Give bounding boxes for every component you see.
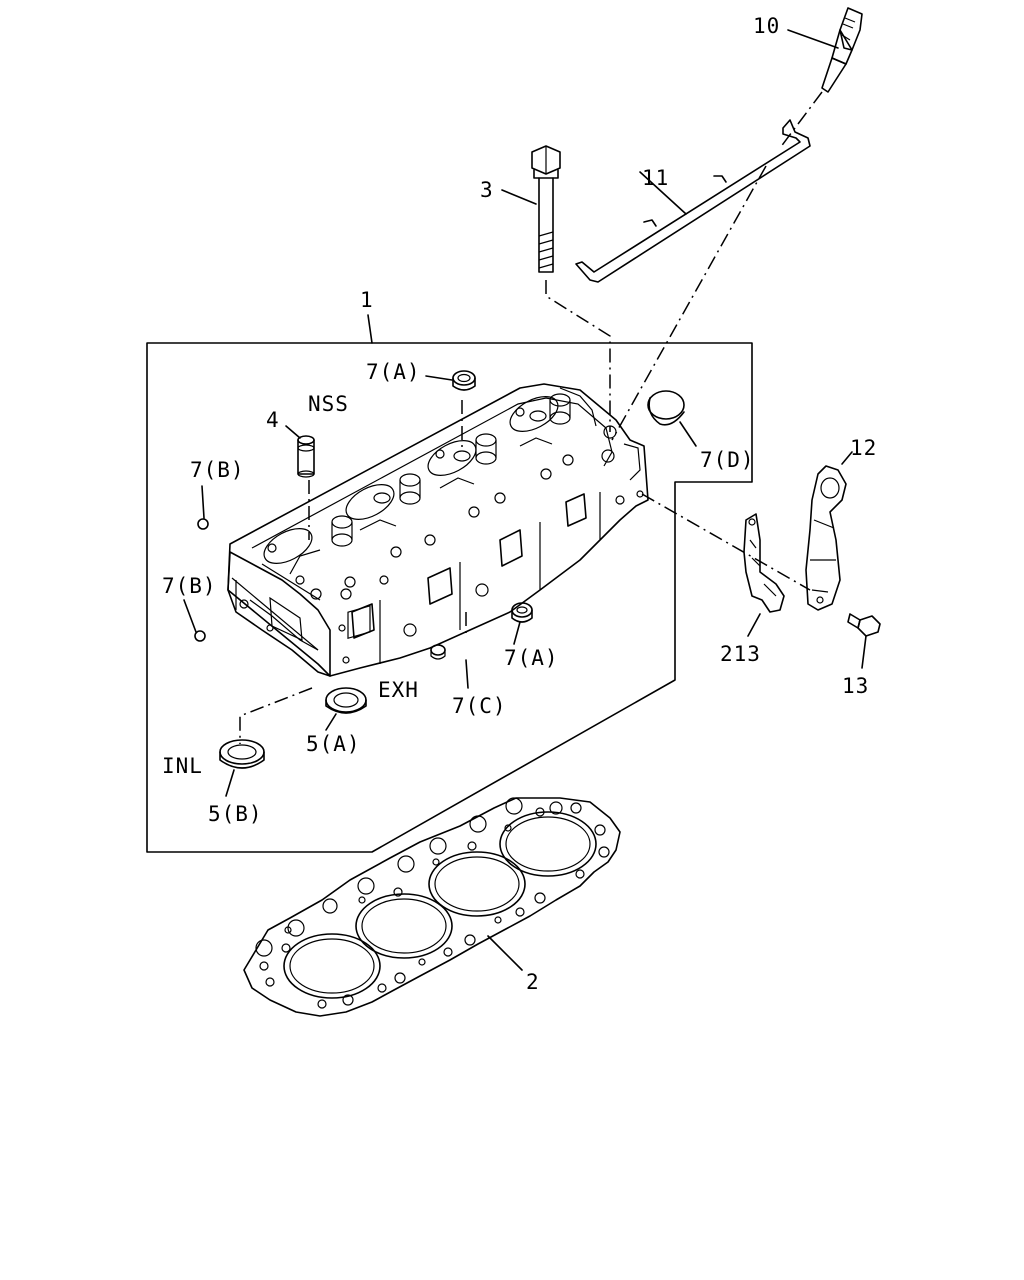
callout-12[interactable]: 12 — [850, 436, 878, 460]
head-bolt-3[interactable] — [501, 145, 561, 273]
glow-plug-10[interactable] — [787, 7, 863, 93]
valve-guide-4[interactable] — [285, 425, 315, 478]
callout-7b-bottom[interactable]: 7(B) — [162, 574, 217, 598]
callout-7a-top[interactable]: 7(A) — [366, 360, 421, 384]
part-1-group-outline — [146, 314, 753, 853]
plug-7b-bottom[interactable] — [183, 599, 206, 642]
callout-5b[interactable]: 5(B) — [208, 802, 263, 826]
connector-plate-11[interactable] — [575, 119, 811, 283]
callout-7b-top[interactable]: 7(B) — [190, 458, 245, 482]
valve-seat-5b[interactable] — [219, 739, 265, 797]
head-gasket-2[interactable] — [243, 797, 621, 1017]
alignment-lines — [239, 91, 823, 744]
label-inl: INL — [162, 754, 203, 778]
plug-7b-top[interactable] — [197, 485, 209, 530]
callout-11[interactable]: 11 — [642, 166, 670, 190]
callout-3[interactable]: 3 — [480, 178, 494, 202]
label-nss: NSS — [308, 392, 349, 416]
callout-10[interactable]: 10 — [753, 14, 781, 38]
plug-7a-top[interactable] — [425, 370, 476, 391]
callout-4[interactable]: 4 — [266, 408, 280, 432]
plug-7a-bottom[interactable] — [511, 602, 533, 645]
bracket-213[interactable] — [743, 513, 785, 637]
callout-7d[interactable]: 7(D) — [700, 448, 755, 472]
bracket-12[interactable] — [805, 451, 853, 611]
label-exh: EXH — [378, 678, 419, 702]
callout-5a[interactable]: 5(A) — [306, 732, 361, 756]
cylinder-head-1[interactable] — [227, 383, 649, 677]
callout-2[interactable]: 2 — [526, 970, 540, 994]
plug-7d[interactable] — [647, 390, 697, 447]
callout-7a-bottom[interactable]: 7(A) — [504, 646, 559, 670]
callout-1[interactable]: 1 — [360, 288, 374, 312]
valve-seat-5a[interactable] — [325, 687, 367, 731]
bolt-13[interactable] — [847, 613, 881, 669]
callout-213[interactable]: 213 — [720, 642, 761, 666]
plug-7c[interactable] — [430, 644, 469, 689]
callout-7c[interactable]: 7(C) — [452, 694, 507, 718]
callout-13[interactable]: 13 — [842, 674, 870, 698]
